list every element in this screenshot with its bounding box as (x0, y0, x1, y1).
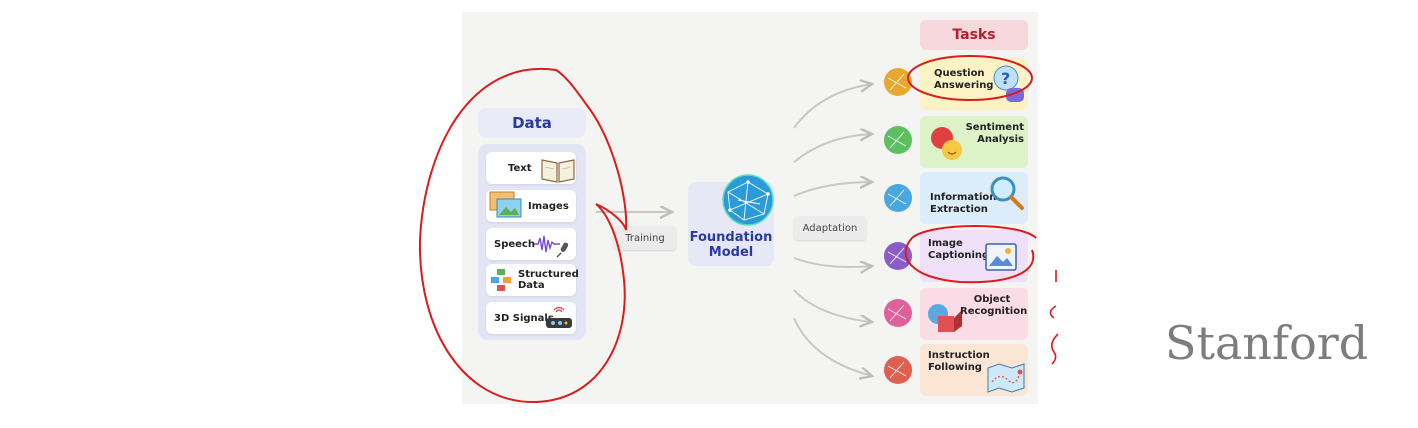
data-item-images: Images (486, 190, 576, 222)
task-label: Sentiment Analysis (965, 122, 1024, 145)
orb-icon-extraction (884, 184, 912, 212)
annotation-circle-qa (907, 55, 1033, 101)
map-icon (987, 363, 1025, 393)
data-item-label: Text (508, 162, 532, 174)
photos-icon (489, 191, 522, 218)
task-label: Question Answering (934, 68, 994, 91)
svg-text:?: ? (1001, 69, 1010, 88)
data-panel-title: Data (478, 108, 586, 138)
data-item-label: Images (528, 200, 569, 212)
task-object-recognition: Object Recognition (920, 288, 1028, 340)
orb-icon-sentiment (884, 126, 912, 154)
picture-frame-icon (985, 243, 1017, 271)
annotation-circle-data (418, 67, 628, 404)
orb-icon-instruction (884, 356, 912, 384)
adaptation-arrow-3 (793, 182, 872, 197)
task-image-captioning: Image Captioning (920, 230, 1028, 282)
book-icon (541, 159, 575, 183)
structure-blocks-icon (491, 269, 511, 291)
magnifier-icon (990, 176, 1024, 210)
globe-network-icon (722, 174, 774, 226)
task-label: Instruction Following (928, 350, 990, 373)
foundation-model-label: Foundation Model (689, 230, 773, 260)
sensor-device-icon (546, 306, 572, 328)
data-item-label: Speech (494, 238, 535, 250)
tasks-panel-title: Tasks (920, 20, 1028, 50)
adaptation-arrow-5 (793, 289, 872, 322)
training-label: Training (614, 226, 676, 250)
annotation-circle-captioning (904, 225, 1037, 284)
adaptation-arrow-1 (793, 84, 872, 129)
adaptation-arrow-4 (793, 257, 872, 267)
adaptation-arrow-2 (793, 134, 872, 163)
adaptation-label: Adaptation (794, 216, 866, 240)
orb-icon-recognition (884, 299, 912, 327)
task-information-extraction: Information Extraction (920, 172, 1028, 224)
data-item-label: 3D Signals (494, 312, 554, 324)
data-item-3d-signals: 3D Signals (486, 302, 576, 334)
stanford-logo-text: Stanford (1165, 316, 1369, 370)
task-label: Information Extraction (930, 192, 997, 215)
data-item-label: Structured Data (518, 269, 579, 291)
waveform-microphone-icon (534, 235, 569, 258)
adaptation-arrow-6 (793, 317, 872, 376)
annotation-mark-2 (1049, 305, 1057, 319)
task-sentiment-analysis: Sentiment Analysis (920, 116, 1028, 168)
emoji-faces-icon (931, 127, 962, 160)
task-label: Image Captioning (928, 238, 990, 261)
task-instruction-following: Instruction Following (920, 344, 1028, 396)
shapes-icon (928, 304, 962, 332)
data-item-structured: Structured Data (486, 264, 579, 296)
orb-icon-qa (884, 68, 912, 96)
data-item-speech: Speech (486, 228, 576, 260)
data-item-text: Text (486, 152, 576, 184)
annotation-mark-3 (1050, 333, 1059, 365)
orb-icon-captioning (884, 242, 912, 270)
task-label: Object Recognition (960, 294, 1028, 317)
